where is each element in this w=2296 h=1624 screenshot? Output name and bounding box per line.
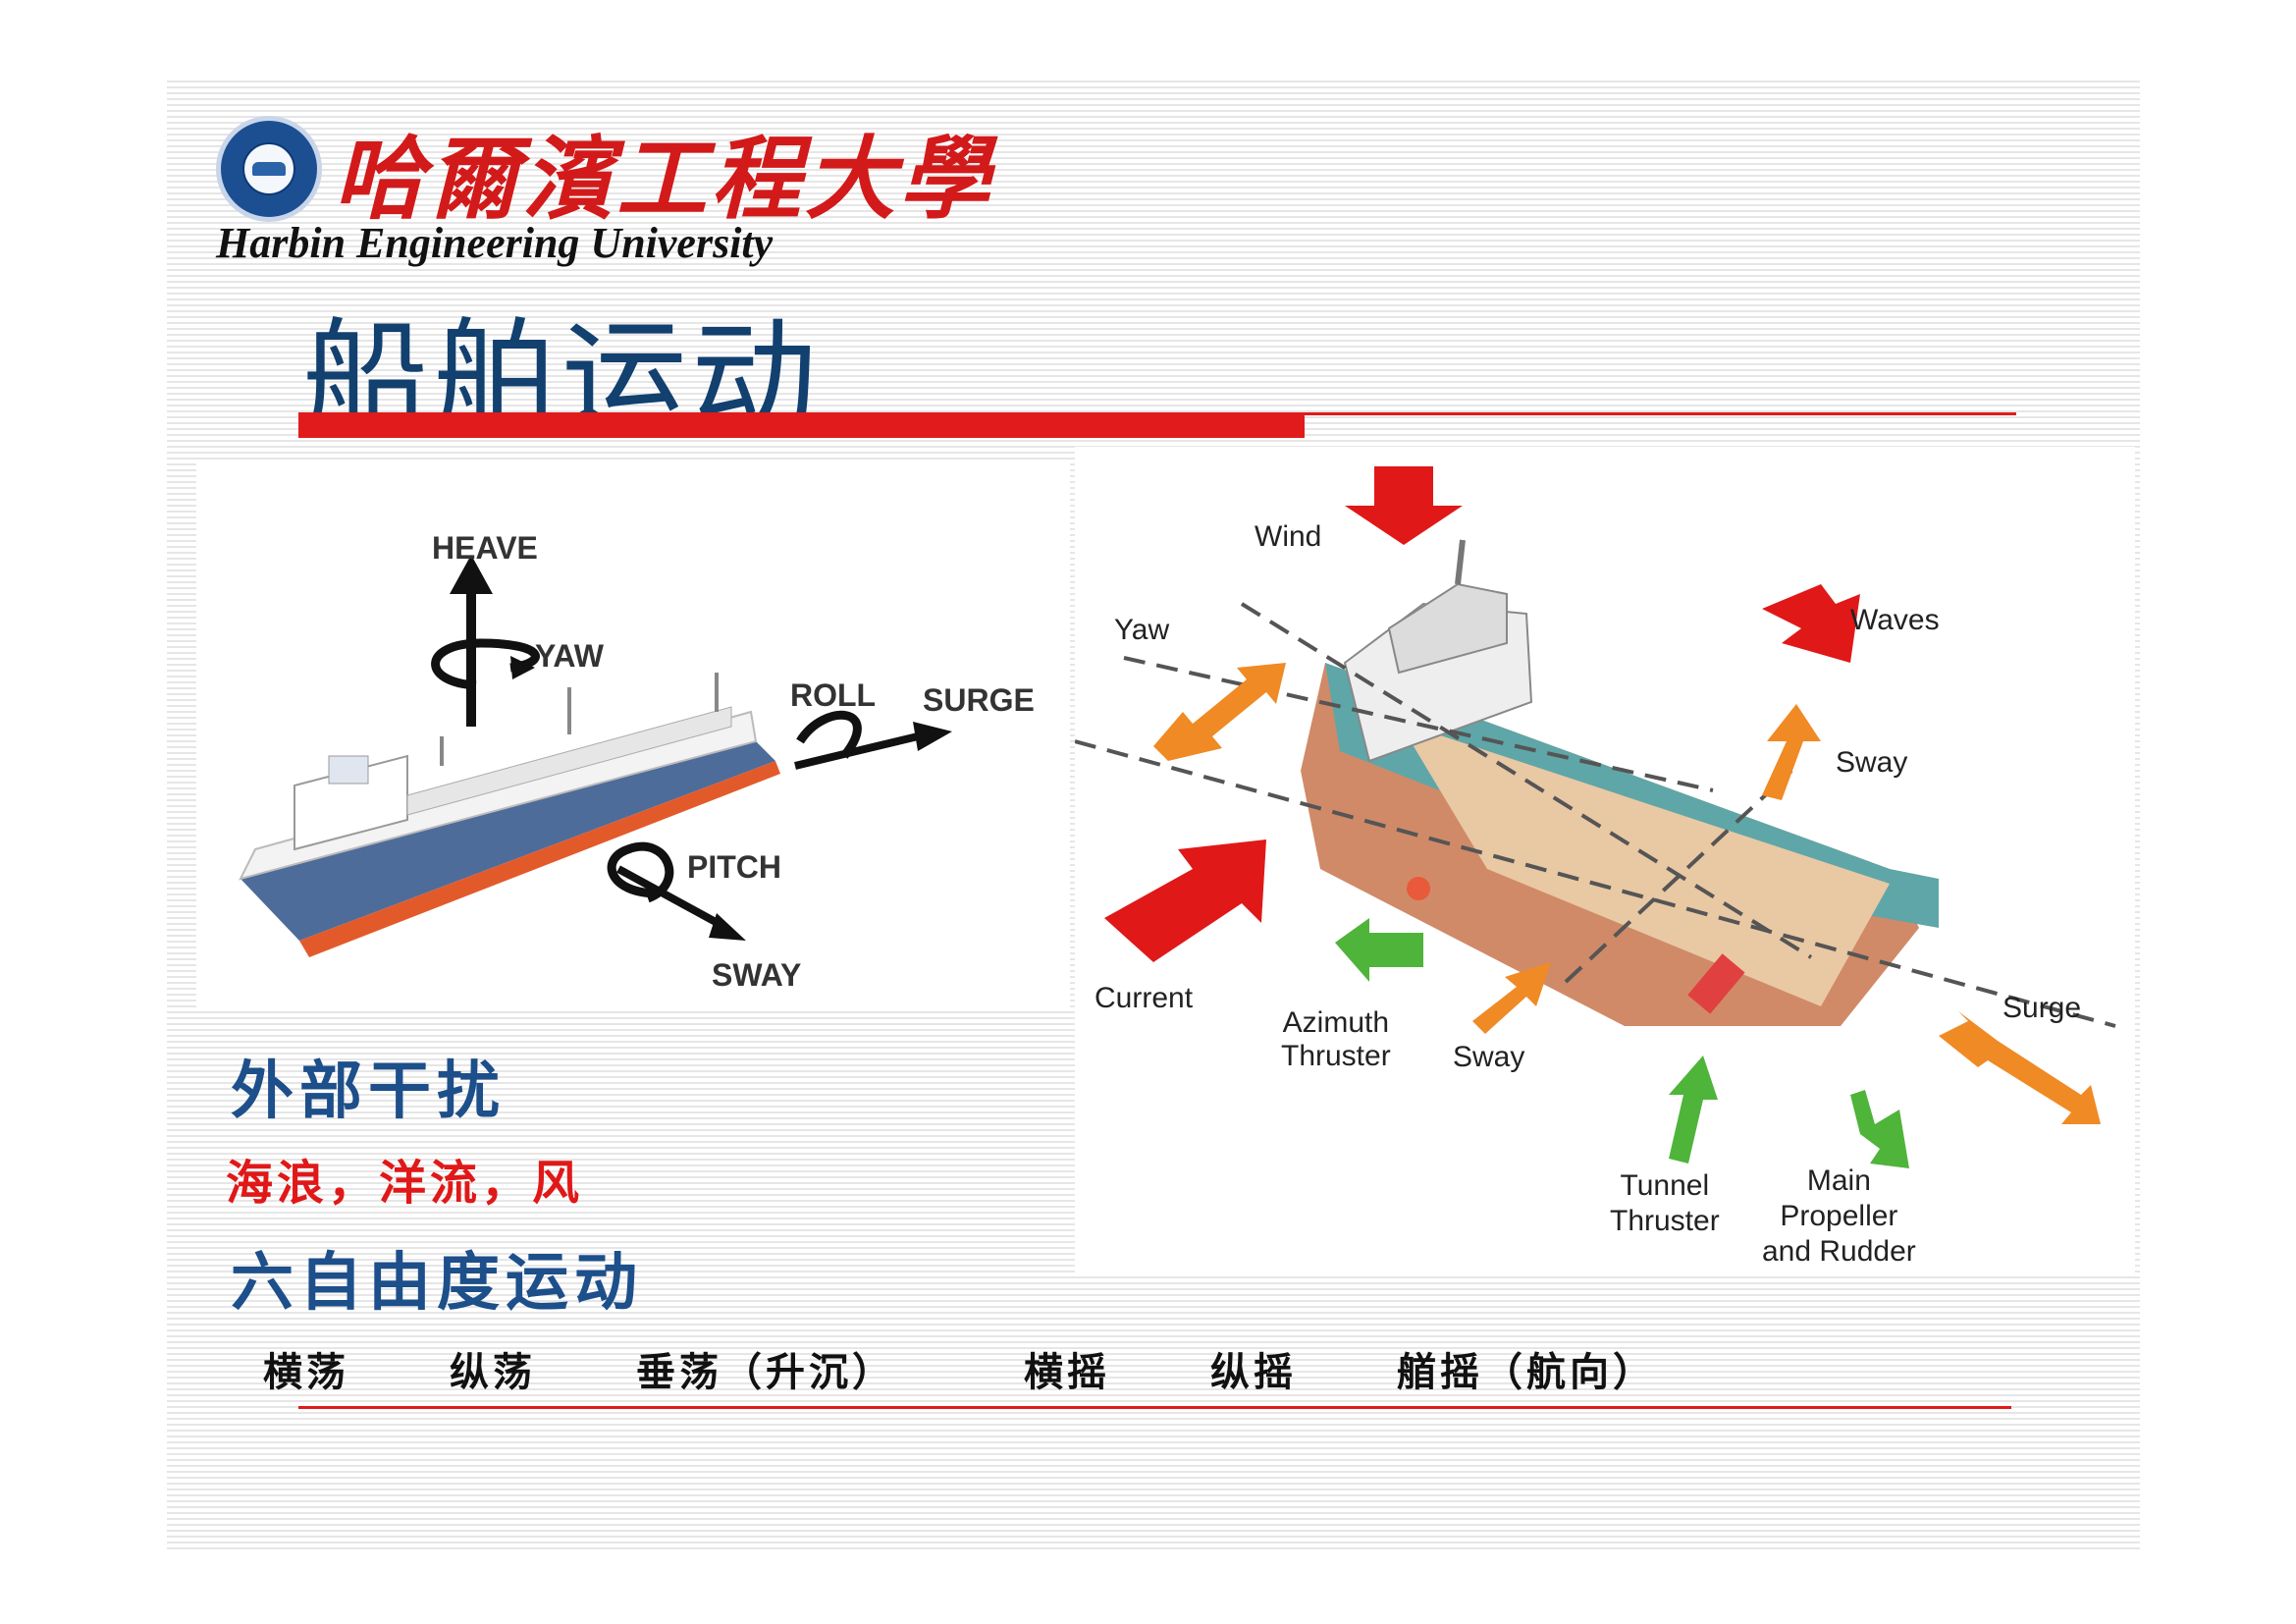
surge-label: SURGE	[923, 682, 1035, 718]
yaw-label: YAW	[535, 638, 604, 674]
dp-vessel-diagram: Wind Yaw Waves Sway Current Azimuth Thru…	[1074, 447, 2135, 1276]
main-propeller-label: Main Propeller and Rudder	[1762, 1164, 1916, 1270]
university-seal-logo	[216, 116, 322, 222]
pitch-label: PITCH	[687, 849, 781, 885]
main-label-line2: Propeller	[1780, 1200, 1898, 1232]
disturbance-list: 海浪，洋流，风	[226, 1156, 584, 1211]
heave-label: HEAVE	[432, 530, 538, 566]
university-name-english: Harbin Engineering University	[216, 219, 774, 267]
sway-bottom-label: Sway	[1453, 1041, 1525, 1073]
motion-pitch: 纵摇	[1210, 1350, 1297, 1395]
motion-list: 横荡 纵荡 垂荡（升沉） 横摇 纵摇 艏摇（航向）	[263, 1340, 1735, 1399]
university-name-chinese: 哈爾濱工程大學	[334, 126, 994, 232]
tunnel-label-line2: Thruster	[1610, 1205, 1720, 1237]
tunnel-label-line1: Tunnel	[1620, 1169, 1710, 1202]
ship-motion-diagram: HEAVE YAW ROLL SURGE PITCH SWAY	[196, 461, 1070, 1011]
motion-roll: 横摇	[1024, 1350, 1110, 1395]
azimuth-label-line1: Azimuth	[1282, 1006, 1390, 1039]
dp-vessel-illustration	[1074, 466, 2116, 1168]
ship-motion-illustration	[239, 555, 952, 957]
main-label-line3: and Rudder	[1762, 1235, 1916, 1268]
yaw-label: Yaw	[1114, 614, 1170, 646]
tunnel-thruster-label: Tunnel Thruster	[1610, 1168, 1720, 1239]
title-underline-thin	[1305, 412, 2016, 415]
title-underline-thick	[298, 412, 1305, 438]
current-label: Current	[1095, 982, 1194, 1014]
motion-surge: 纵荡	[450, 1350, 536, 1395]
external-disturbance-heading: 外部干扰	[231, 1056, 506, 1128]
six-dof-heading: 六自由度运动	[231, 1247, 643, 1320]
bottom-rule	[298, 1406, 2011, 1409]
motion-heave: 垂荡（升沉）	[636, 1350, 895, 1395]
main-label-line1: Main	[1806, 1164, 1871, 1197]
sway-top-label: Sway	[1836, 746, 1908, 779]
azimuth-thruster-label: Azimuth Thruster	[1281, 1006, 1391, 1073]
azimuth-label-line2: Thruster	[1281, 1040, 1391, 1072]
motion-yaw: 艏摇（航向）	[1397, 1350, 1656, 1395]
sway-label: SWAY	[712, 957, 802, 993]
roll-label: ROLL	[790, 677, 877, 713]
surge-label: Surge	[2002, 992, 2082, 1024]
wind-label: Wind	[1255, 520, 1322, 553]
waves-label: Waves	[1850, 604, 1940, 636]
motion-sway: 横荡	[263, 1350, 349, 1395]
